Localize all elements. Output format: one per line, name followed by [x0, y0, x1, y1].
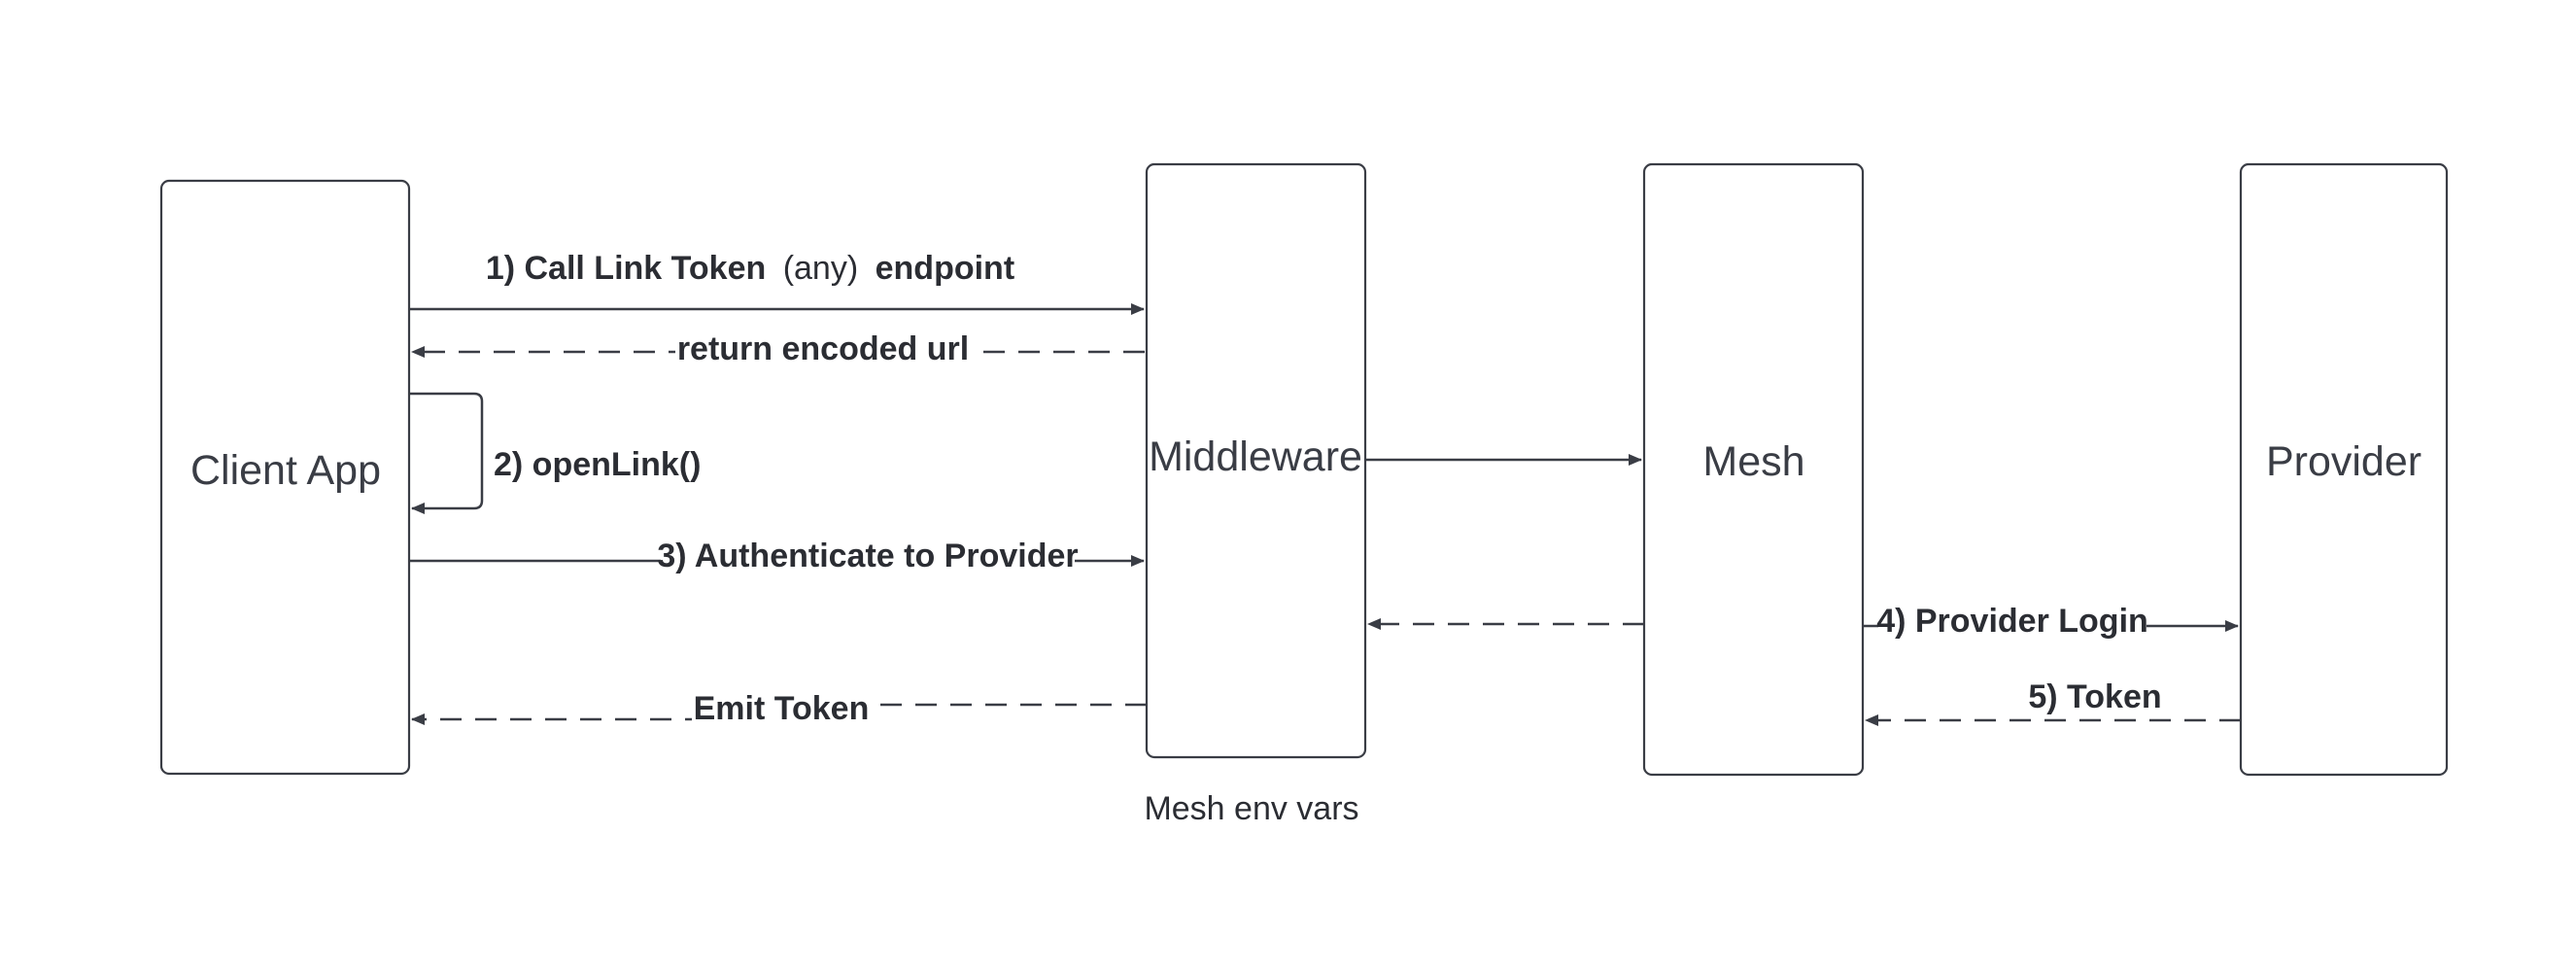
- provider-node: Provider: [2239, 162, 2449, 777]
- message-return-encoded-url: return encoded url: [411, 329, 1145, 371]
- message-token: 5) Token: [1865, 678, 2241, 726]
- token-label: 5) Token: [2028, 678, 2161, 715]
- return-encoded-url-label: return encoded url: [677, 330, 969, 367]
- authenticate-label: 3) Authenticate to Provider: [657, 538, 1078, 574]
- emit-token-label: Emit Token: [694, 690, 870, 727]
- message-call-link-token: 1) Call Link Token (any) endpoint: [409, 250, 1145, 315]
- mesh-label: Mesh: [1702, 438, 1804, 485]
- provider-label: Provider: [2266, 438, 2421, 485]
- message-provider-login: 4) Provider Login: [1863, 598, 2239, 643]
- provider-login-label: 4) Provider Login: [1876, 603, 2148, 640]
- call-link-token-label: 1) Call Link Token (any) endpoint: [486, 250, 1014, 287]
- middleware-label: Middleware: [1149, 434, 1362, 480]
- middleware-node: Middleware: [1145, 162, 1367, 759]
- open-link-label: 2) openLink(): [494, 446, 701, 483]
- client-app-label: Client App: [190, 447, 381, 494]
- mesh-node: Mesh: [1642, 162, 1865, 777]
- message-emit-token: Emit Token: [411, 685, 1147, 730]
- message-open-link: 2) openLink(): [409, 392, 701, 514]
- client-app-node: Client App: [159, 179, 411, 776]
- message-authenticate: 3) Authenticate to Provider: [409, 537, 1145, 579]
- mesh-env-vars-note: Mesh env vars: [1144, 790, 1358, 827]
